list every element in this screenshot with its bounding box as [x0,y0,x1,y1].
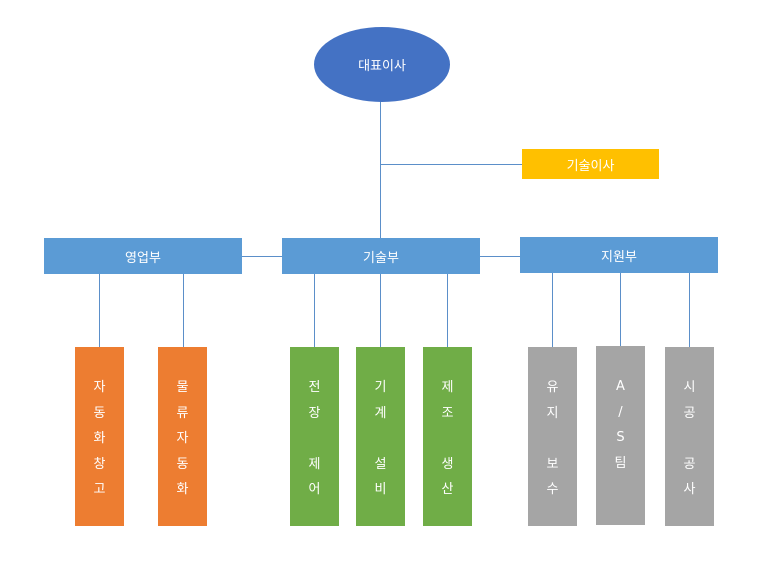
node-dept-tech[interactable]: 기술부 [282,238,480,274]
node-team-4-label: 기 계 설 비 [374,380,387,497]
node-team-6-label: 유 지 보 수 [546,380,559,497]
node-team-3[interactable]: 전 장 제 어 [290,347,339,526]
node-ceo-label: 대표이사 [358,59,406,74]
node-team-5[interactable]: 제 조 생 산 [423,347,472,526]
connector-team-4 [380,274,381,347]
connector-team-8 [689,273,690,347]
node-dept-support-label: 지원부 [601,249,637,265]
connector-team-7 [620,273,621,347]
connector-to-sub [380,164,522,165]
node-cto-label: 기술이사 [566,158,615,174]
node-team-6[interactable]: 유 지 보 수 [528,347,577,526]
node-team-7-label: A / S 팀 [614,379,627,471]
node-team-2[interactable]: 물 류 자 동 화 [158,347,207,526]
connector-sales-tech [242,256,282,257]
node-ceo[interactable]: 대표이사 [314,27,450,102]
node-team-4[interactable]: 기 계 설 비 [356,347,405,526]
node-team-1-label: 자 동 화 창 고 [93,380,106,497]
node-cto[interactable]: 기술이사 [522,149,659,179]
node-team-1[interactable]: 자 동 화 창 고 [75,347,124,526]
connector-team-6 [552,273,553,347]
node-dept-support[interactable]: 지원부 [520,237,718,273]
node-team-8-label: 시 공 공 사 [683,380,696,497]
node-team-7[interactable]: A / S 팀 [596,346,645,525]
connector-root-to-tech [380,101,381,238]
node-dept-tech-label: 기술부 [363,250,399,266]
node-team-3-label: 전 장 제 어 [308,380,321,497]
node-team-5-label: 제 조 생 산 [441,380,454,497]
node-team-8[interactable]: 시 공 공 사 [665,347,714,526]
connector-tech-support [480,256,520,257]
node-dept-sales-label: 영업부 [125,250,161,266]
connector-team-3 [314,274,315,347]
connector-team-2 [183,274,184,347]
node-team-2-label: 물 류 자 동 화 [176,380,189,497]
connector-team-1 [99,274,100,347]
connector-team-5 [447,274,448,347]
node-dept-sales[interactable]: 영업부 [44,238,242,274]
